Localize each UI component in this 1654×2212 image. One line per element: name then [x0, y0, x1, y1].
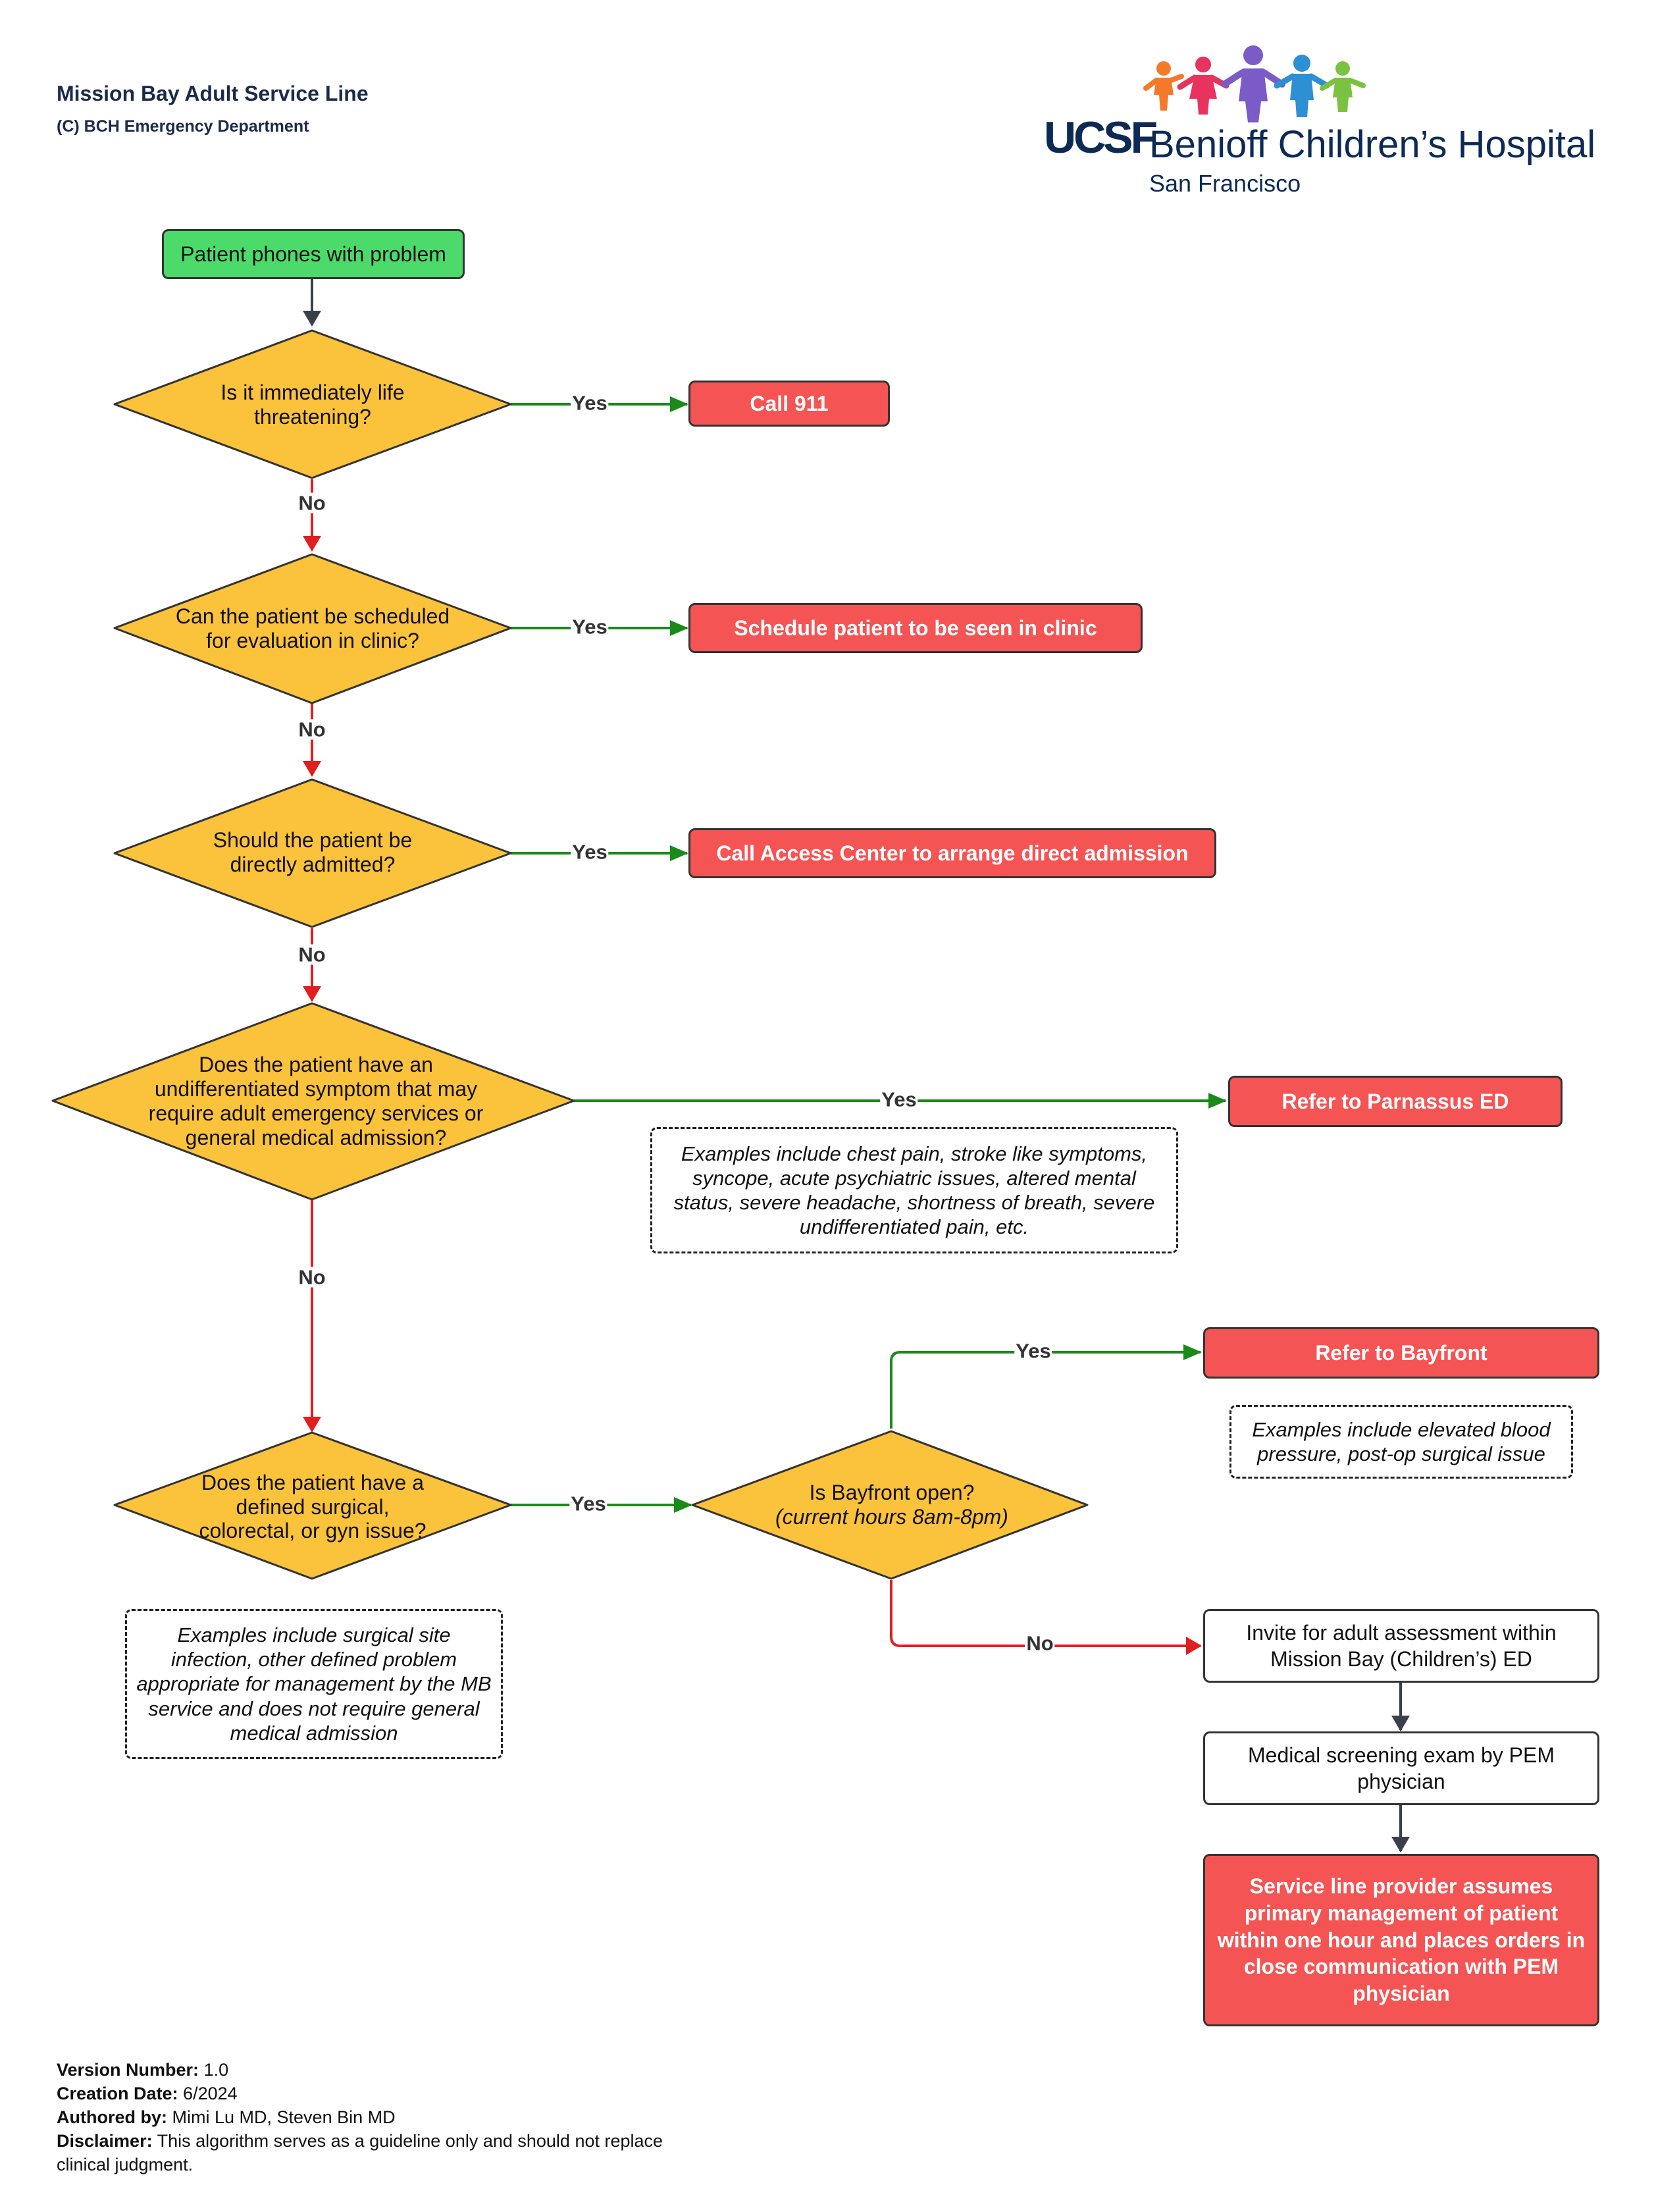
schedule-clinic-node: Schedule patient to be seen in clinic — [688, 603, 1143, 653]
edge-label-yes-6: Yes — [1014, 1339, 1052, 1363]
edge-label-yes-5: Yes — [569, 1492, 607, 1515]
decision-2-text: Can the patient be scheduled for evaluat… — [175, 604, 450, 652]
footer: Version Number: 1.0 Creation Date: 6/202… — [57, 2058, 702, 2176]
edge-label-no-4: No — [297, 1265, 327, 1289]
edge-label-no-3: No — [297, 943, 327, 966]
arrow-d6-yes — [890, 1344, 1202, 1429]
decision-diamond-3 — [113, 778, 512, 928]
ucsf-logo: UCSF — [1044, 113, 1158, 163]
footer-created: Creation Date: 6/2024 — [57, 2084, 238, 2103]
edge-label-no-2: No — [297, 718, 327, 741]
decision-diamond-2 — [113, 553, 512, 704]
decision-1-text: Is it immediately life threatening? — [220, 381, 405, 429]
screening-node: Medical screening exam by PEM physician — [1203, 1731, 1599, 1805]
decision-6-line2: (current hours 8am-8pm) — [775, 1505, 1008, 1529]
call-911-node: Call 911 — [688, 381, 890, 427]
hospital-location: San Francisco — [1149, 170, 1301, 197]
page-subtitle: (C) BCH Emergency Department — [57, 117, 309, 136]
footer-authors: Authored by: Mimi Lu MD, Steven Bin MD — [57, 2107, 396, 2127]
surgical-examples-note: Examples include surgical site infection… — [125, 1609, 503, 1759]
parnassus-examples-note: Examples include chest pain, stroke like… — [650, 1127, 1178, 1253]
decision-3-text: Should the patient be directly admitted? — [213, 828, 413, 876]
decision-diamond-4 — [51, 1002, 575, 1201]
decision-4-text: Does the patient have an undifferentiate… — [148, 1053, 484, 1149]
arrow-d6-no — [890, 1580, 1202, 1655]
decision-5-text: Does the patient have a defined surgical… — [199, 1470, 426, 1543]
service-line-node: Service line provider assumes primary ma… — [1203, 1854, 1599, 2026]
decision-diamond-6 — [691, 1430, 1089, 1580]
edge-label-yes-2: Yes — [571, 615, 609, 639]
hospital-name: Benioff Children’s Hospital — [1149, 123, 1596, 166]
decision-6-line1: Is Bayfront open? — [809, 1481, 975, 1505]
edge-label-yes-3: Yes — [571, 840, 609, 864]
decision-6-text: Is Bayfront open? (current hours 8am-8pm… — [737, 1472, 1047, 1538]
decision-diamond-5 — [113, 1431, 512, 1580]
edge-label-yes-4: Yes — [880, 1088, 918, 1111]
edge-label-yes-1: Yes — [571, 391, 609, 415]
bayfront-examples-note: Examples include elevated blood pressure… — [1229, 1405, 1573, 1479]
edge-label-no-6: No — [1025, 1631, 1055, 1655]
access-center-node: Call Access Center to arrange direct adm… — [688, 828, 1216, 878]
footer-disclaimer: Disclaimer: This algorithm serves as a g… — [57, 2131, 663, 2174]
invite-node: Invite for adult assessment within Missi… — [1203, 1609, 1599, 1683]
edge-label-no-1: No — [297, 491, 327, 515]
page-title: Mission Bay Adult Service Line — [57, 82, 369, 105]
decision-diamond-1 — [113, 329, 512, 479]
start-node: Patient phones with problem — [162, 229, 465, 279]
footer-version: Version Number: 1.0 — [57, 2060, 229, 2080]
parnassus-node: Refer to Parnassus ED — [1228, 1076, 1563, 1127]
bayfront-node: Refer to Bayfront — [1203, 1327, 1599, 1379]
